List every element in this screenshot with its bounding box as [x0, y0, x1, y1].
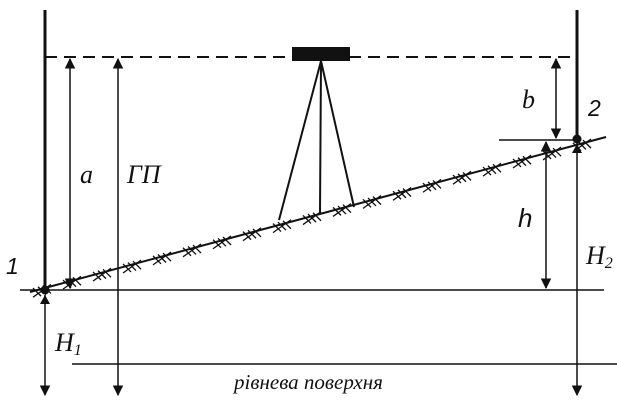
point-1-marker	[40, 285, 50, 295]
point-1-label: 1	[6, 253, 19, 279]
point-1-triangle	[40, 295, 50, 304]
label-b: b	[522, 85, 535, 114]
label-gp: ГП	[127, 160, 161, 189]
tripod	[278, 60, 355, 221]
label-H2: H2	[586, 241, 613, 273]
level-surface-label: рівнева поверхня	[234, 370, 383, 394]
label-H1: H1	[55, 328, 82, 360]
level-instrument	[292, 47, 350, 61]
label-h: h	[518, 203, 533, 233]
point-2-triangle	[572, 144, 582, 153]
label-a: a	[80, 160, 93, 189]
point-2-marker	[572, 134, 582, 144]
point-2-label: 2	[588, 95, 601, 121]
